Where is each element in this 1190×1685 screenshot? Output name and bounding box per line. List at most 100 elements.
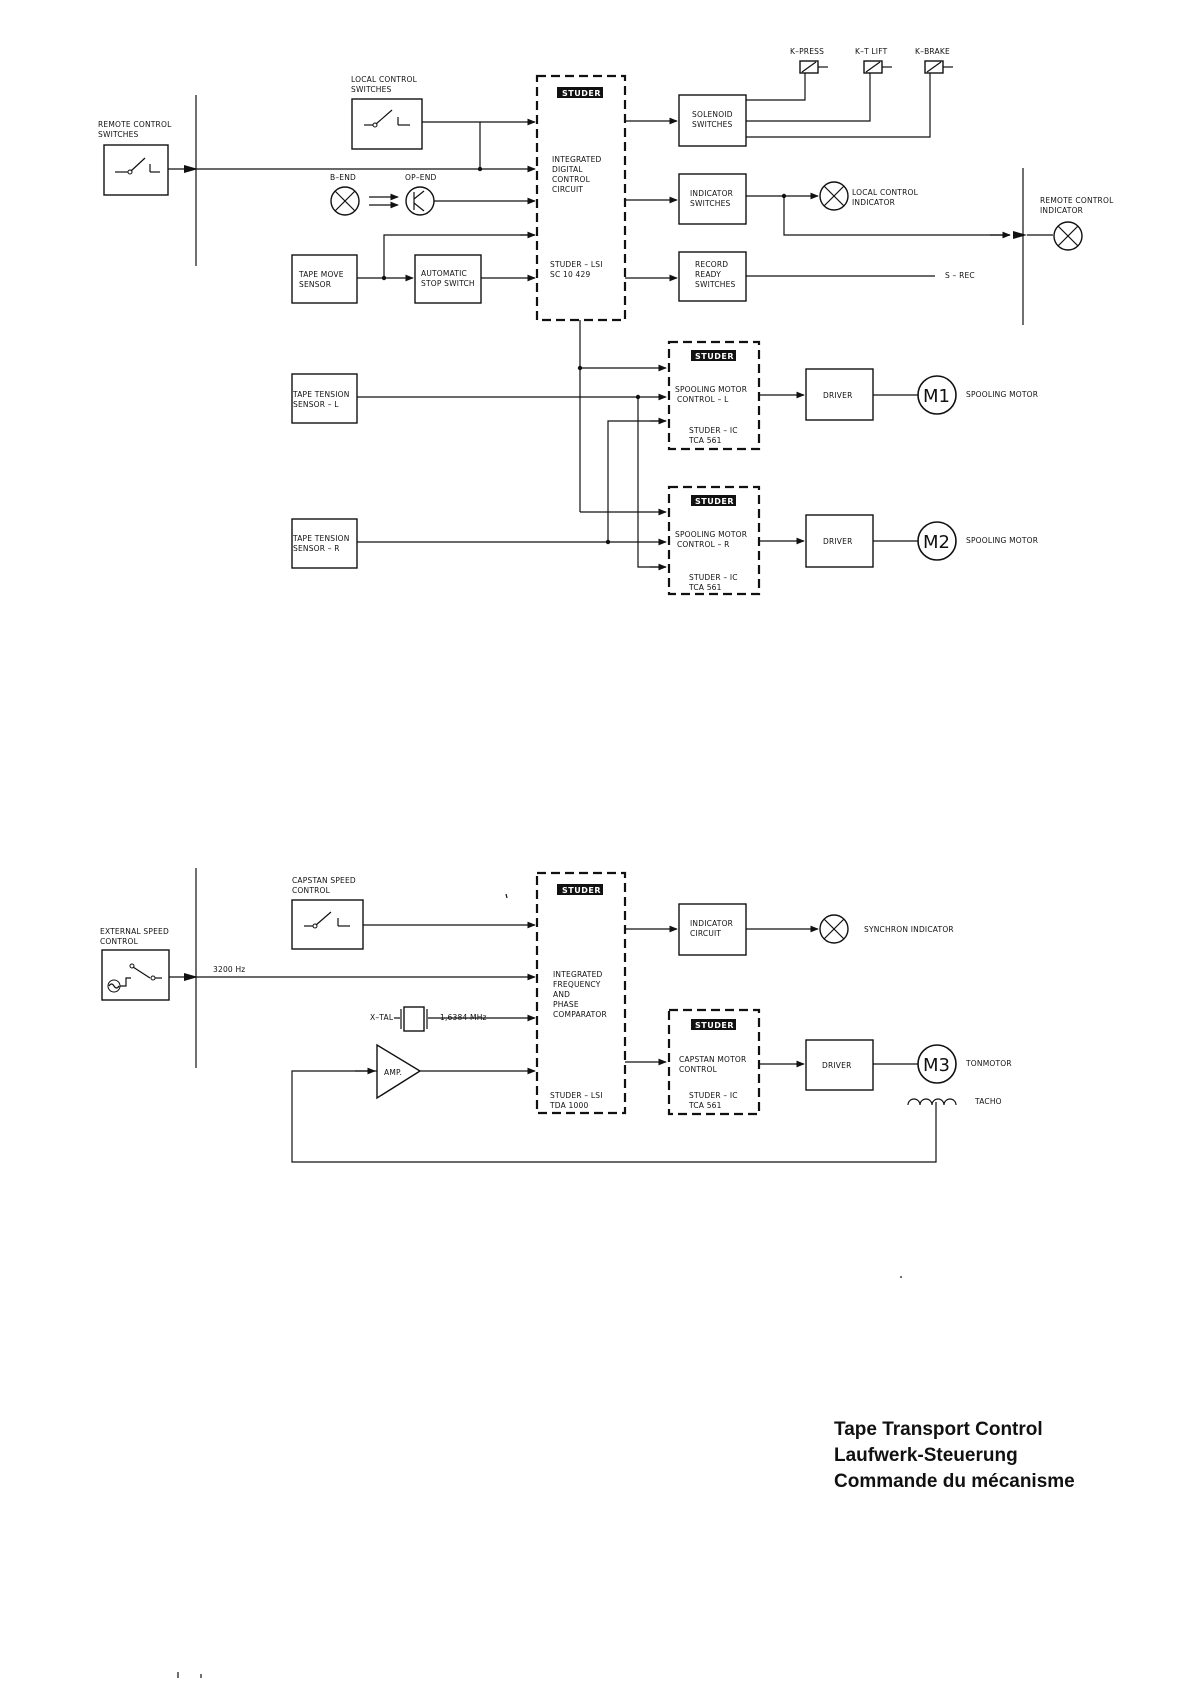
studer-logo-text: STUDER: [695, 352, 734, 361]
integrated-digital-control-circuit: STUDER INTEGRATED DIGITAL CONTROL CIRCUI…: [535, 74, 627, 322]
driver-2: DRIVER: [805, 514, 874, 568]
synchron-indicator: SYNCHRON INDICATOR: [819, 914, 954, 944]
svg-text:INTEGRATED: INTEGRATED: [553, 970, 603, 979]
svg-text:TAPE TENSION: TAPE TENSION: [292, 534, 350, 543]
automatic-stop-switch: AUTOMATIC STOP SWITCH: [414, 254, 482, 304]
svg-text:SWITCHES: SWITCHES: [98, 130, 139, 139]
svg-text:SC 10 429: SC 10 429: [550, 270, 590, 279]
integrated-frequency-phase-comparator: STUDER INTEGRATED FREQUENCY AND PHASE CO…: [535, 871, 627, 1115]
coil-icon: [907, 1098, 957, 1106]
svg-text:SENSOR – R: SENSOR – R: [293, 544, 340, 553]
record-ready-switches: RECORD READY SWITCHES: [678, 251, 747, 302]
svg-text:DRIVER: DRIVER: [823, 537, 852, 546]
svg-text:LOCAL CONTROL: LOCAL CONTROL: [351, 75, 418, 84]
svg-text:SWITCHES: SWITCHES: [690, 199, 731, 208]
svg-text:STUDER – IC: STUDER – IC: [689, 426, 738, 435]
svg-text:STUDER – LSI: STUDER – LSI: [550, 260, 603, 269]
svg-text:OP–END: OP–END: [405, 173, 437, 182]
svg-text:K–PRESS: K–PRESS: [790, 47, 824, 56]
studer-logo-text: STUDER: [695, 1021, 734, 1030]
remote-switch-box: [103, 144, 169, 196]
svg-text:TACHO: TACHO: [974, 1097, 1002, 1106]
motor-icon: [917, 375, 957, 415]
svg-text:FREQUENCY: FREQUENCY: [553, 980, 601, 989]
svg-text:CONTROL – R: CONTROL – R: [677, 540, 730, 549]
svg-text:INDICATOR: INDICATOR: [690, 919, 733, 928]
svg-text:SENSOR – L: SENSOR – L: [293, 400, 339, 409]
svg-text:COMPARATOR: COMPARATOR: [553, 1010, 607, 1019]
remote-control-indicator: REMOTE CONTROL INDICATOR: [1040, 196, 1114, 251]
tape-transport-diagram: REMOTE CONTROL SWITCHES LOCAL CONTROL SW…: [98, 47, 1114, 596]
capstan-motor-control: STUDER CAPSTAN MOTOR CONTROL STUDER – IC…: [667, 1008, 761, 1116]
tacho-coil: TACHO: [907, 1097, 1002, 1106]
svg-text:CONTROL: CONTROL: [679, 1065, 718, 1074]
studer-logo: [691, 495, 736, 506]
svg-text:REMOTE CONTROL: REMOTE CONTROL: [1040, 196, 1114, 205]
svg-text:TAPE MOVE: TAPE MOVE: [298, 270, 344, 279]
svg-text:SWITCHES: SWITCHES: [695, 280, 736, 289]
svg-text:INDICATOR: INDICATOR: [1040, 206, 1083, 215]
k-brake-solenoid: K–BRAKE: [746, 47, 953, 138]
remote-control-switches: REMOTE CONTROL SWITCHES: [98, 120, 172, 196]
spooling-motor-m2: M2 SPOOLING MOTOR: [917, 521, 1038, 561]
svg-text:INDICATOR: INDICATOR: [852, 198, 895, 207]
capstan-speed-control: CAPSTAN SPEED CONTROL: [291, 876, 364, 950]
caption-english: Tape Transport Control: [834, 1419, 1043, 1440]
switch-icon: [115, 157, 160, 175]
svg-text:TCA 561: TCA 561: [688, 583, 722, 592]
svg-text:CONTROL: CONTROL: [552, 175, 591, 184]
caption-french: Commande du mécanisme: [834, 1471, 1075, 1492]
svg-text:LOCAL CONTROL: LOCAL CONTROL: [852, 188, 919, 197]
studer-logo: [557, 87, 603, 98]
svg-text:INDICATOR: INDICATOR: [690, 189, 733, 198]
svg-text:STUDER – LSI: STUDER – LSI: [550, 1091, 603, 1100]
motor-icon: [917, 521, 957, 561]
driver-3: DRIVER: [805, 1039, 874, 1091]
svg-text:RECORD: RECORD: [695, 260, 728, 269]
svg-text:SPOOLING MOTOR: SPOOLING MOTOR: [675, 530, 747, 539]
svg-text:M1: M1: [923, 386, 950, 407]
svg-text:INTEGRATED: INTEGRATED: [552, 155, 602, 164]
b-end-lamp: B–END: [330, 173, 360, 216]
spooling-motor-m1: M1 SPOOLING MOTOR: [917, 375, 1038, 415]
light-beam-arrows: [369, 193, 399, 209]
svg-text:AUTOMATIC: AUTOMATIC: [421, 269, 467, 278]
studer-logo-text: STUDER: [695, 497, 734, 506]
indicator-switches: INDICATOR SWITCHES: [678, 173, 747, 225]
svg-text:3200 Hz: 3200 Hz: [213, 965, 245, 974]
svg-text:CAPSTAN SPEED: CAPSTAN SPEED: [292, 876, 356, 885]
solenoid-switches: SOLENOID SWITCHES: [678, 94, 747, 147]
tonmotor-m3: M3 TONMOTOR: [917, 1044, 1012, 1084]
svg-text:TCA 561: TCA 561: [688, 436, 722, 445]
svg-text:SENSOR: SENSOR: [299, 280, 331, 289]
svg-text:STUDER – IC: STUDER – IC: [689, 1091, 738, 1100]
capstan-speed-diagram: CAPSTAN SPEED CONTROL EXTERNAL SPEED CON…: [100, 868, 1012, 1163]
external-speed-control: EXTERNAL SPEED CONTROL: [100, 927, 170, 1001]
svg-text:TONMOTOR: TONMOTOR: [965, 1059, 1012, 1068]
studer-logo: [691, 1019, 736, 1030]
studer-logo: [691, 350, 736, 361]
diagram-caption: Tape Transport Control Laufwerk-Steuerun…: [834, 1417, 1075, 1495]
svg-text:1,6384 MHz: 1,6384 MHz: [440, 1013, 487, 1022]
crystal-oscillator: X–TAL 1,6384 MHz: [370, 1006, 536, 1032]
svg-text:TDA 1000: TDA 1000: [549, 1101, 588, 1110]
local-switch-box: [351, 98, 423, 150]
tape-tension-sensor-r: TAPE TENSION SENSOR – R: [291, 518, 358, 569]
svg-text:SPOOLING MOTOR: SPOOLING MOTOR: [966, 536, 1038, 545]
svg-text:CAPSTAN MOTOR: CAPSTAN MOTOR: [679, 1055, 746, 1064]
studer-logo: [557, 884, 603, 895]
tape-move-sensor: TAPE MOVE SENSOR: [291, 254, 358, 304]
svg-text:AMP.: AMP.: [384, 1068, 402, 1077]
svg-text:STUDER – IC: STUDER – IC: [689, 573, 738, 582]
indicator-circuit: INDICATOR CIRCUIT: [678, 903, 747, 956]
local-control-switches: LOCAL CONTROL SWITCHES: [351, 75, 423, 150]
svg-text:READY: READY: [695, 270, 721, 279]
svg-text:STOP SWITCH: STOP SWITCH: [421, 279, 475, 288]
k-press-solenoid: K–PRESS: [746, 47, 828, 101]
svg-text:CONTROL: CONTROL: [292, 886, 331, 895]
studer-logo-text: STUDER: [562, 89, 601, 98]
svg-text:TCA 561: TCA 561: [688, 1101, 722, 1110]
svg-text:CONTROL – L: CONTROL – L: [677, 395, 729, 404]
svg-text:DIGITAL: DIGITAL: [552, 165, 583, 174]
